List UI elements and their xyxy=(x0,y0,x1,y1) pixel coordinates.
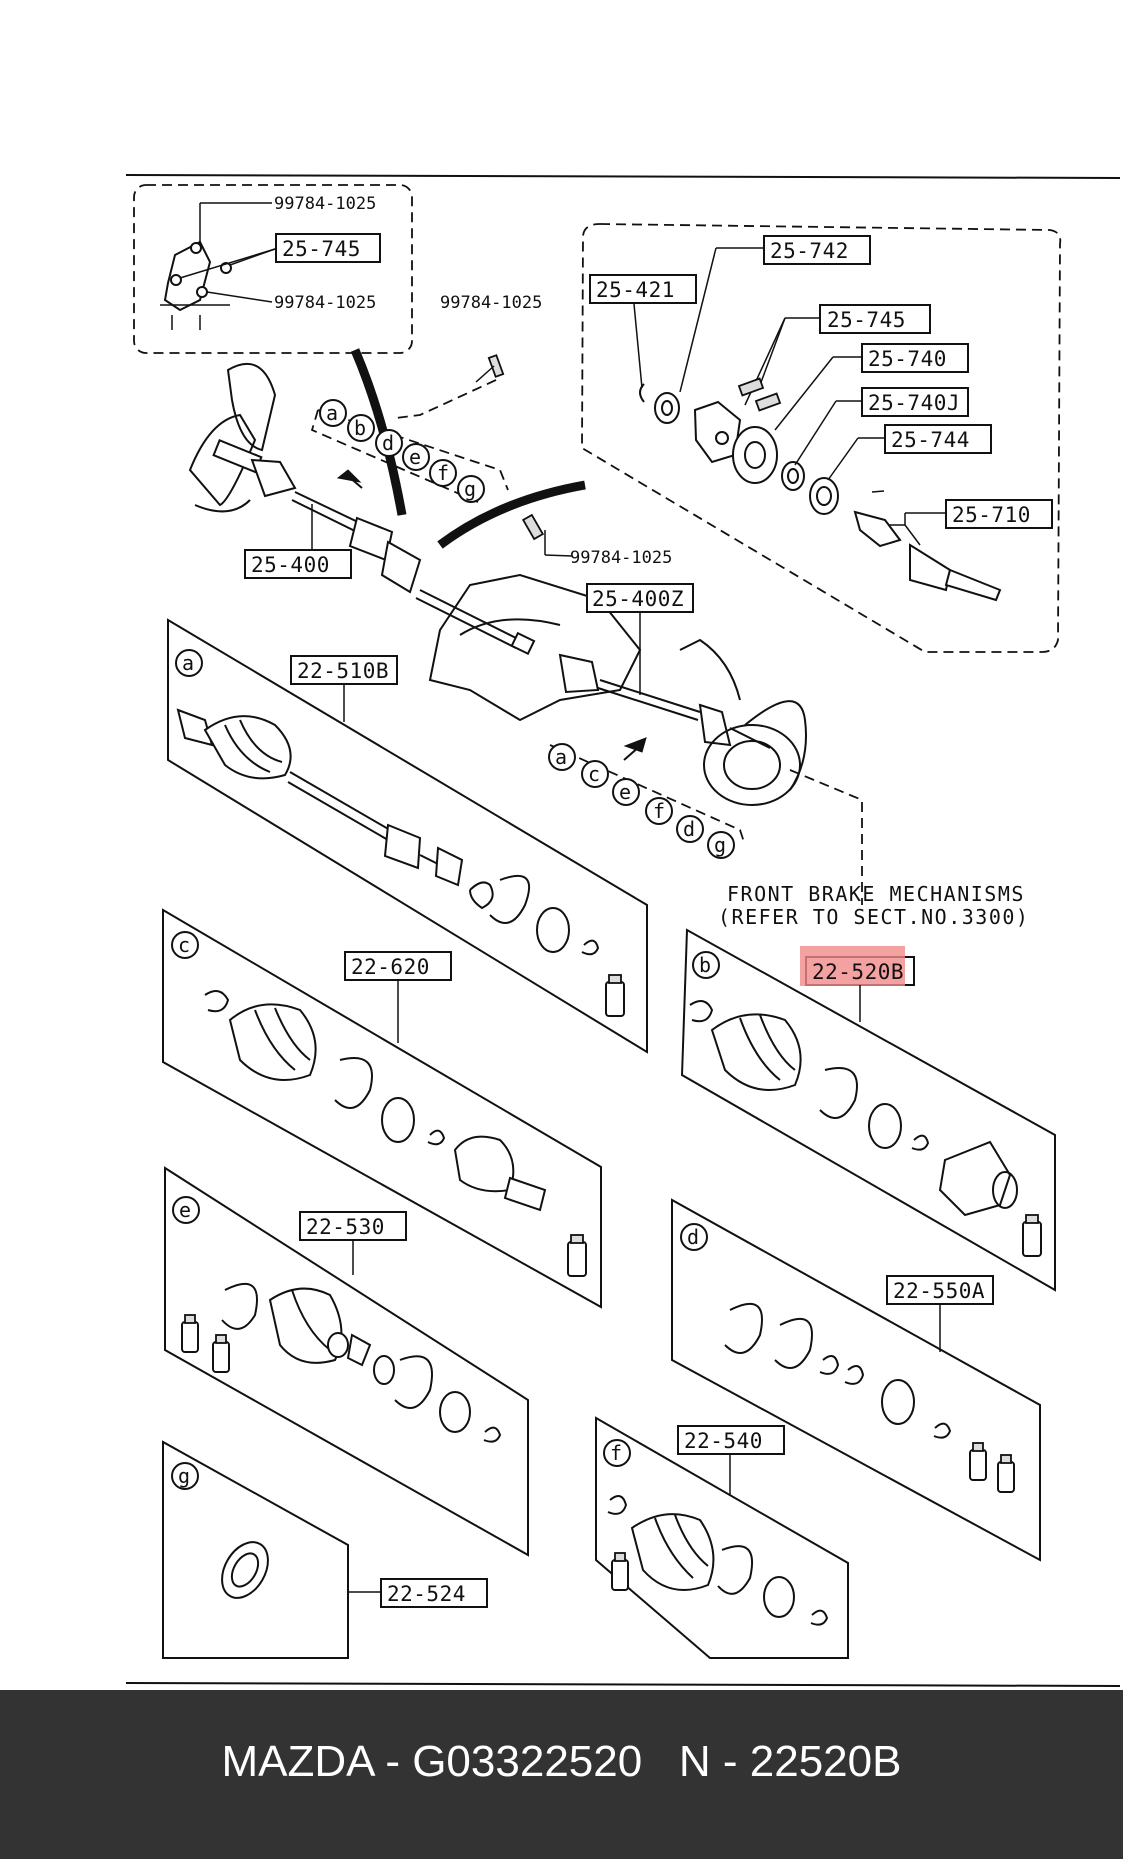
part-label-25-400Z: 25-400Z xyxy=(592,587,684,611)
hub-parts-inset: 25-421 25-742 25-745 25-740 25-740J 25-7… xyxy=(581,223,1062,653)
circle-c-lower: c xyxy=(588,762,600,786)
circle-a-upper: a xyxy=(326,401,338,425)
highlight-22-520B xyxy=(800,946,905,986)
top-border-line xyxy=(125,174,1121,179)
panel-b: b 22-520B xyxy=(680,928,1056,1292)
circle-row-lower: a c e f d g xyxy=(548,743,746,859)
bolt-label-lower: 99784-1025 xyxy=(570,548,672,568)
footer-part-number: MAZDA - G03322520 N - 22520B xyxy=(221,1736,902,1786)
part-label-25-710: 25-710 xyxy=(952,503,1031,527)
circle-e-lower: e xyxy=(619,780,631,804)
bolt-label-mid: 99784-1025 xyxy=(440,293,542,313)
circle-d-lower: d xyxy=(683,817,695,841)
panel-c: c 22-620 xyxy=(162,908,602,1309)
arrow-right xyxy=(623,737,647,753)
bolt-label-top-1: 99784-1025 xyxy=(274,194,376,214)
note-line-1: FRONT BRAKE MECHANISMS xyxy=(727,882,1025,906)
panel-c-letter: c xyxy=(178,933,190,957)
part-label-22-530: 22-530 xyxy=(306,1215,385,1239)
circle-g-upper: g xyxy=(464,477,476,501)
bottom-border-line xyxy=(125,1682,1121,1687)
part-label-25-744: 25-744 xyxy=(891,428,970,452)
part-label-25-400: 25-400 xyxy=(251,553,330,577)
circle-e-upper: e xyxy=(409,445,421,469)
bracket-inset-frame xyxy=(133,184,413,354)
circle-g-lower: g xyxy=(714,833,726,857)
panel-e: e 22-530 xyxy=(164,1166,529,1557)
bolt-mid-group: 99784-1025 xyxy=(440,293,542,383)
part-label-22-520B: 22-520B xyxy=(812,960,904,984)
circle-f-upper: f xyxy=(437,461,449,485)
part-label-22-620: 22-620 xyxy=(351,955,430,979)
footer-bar: MAZDA - G03322520 N - 22520B xyxy=(0,1690,1123,1859)
part-label-25-740J: 25-740J xyxy=(868,391,960,415)
curve-stroke-1 xyxy=(350,348,407,516)
circle-row-upper: a b d e f g xyxy=(310,399,509,503)
circle-a-lower: a xyxy=(555,745,567,769)
panel-e-letter: e xyxy=(179,1198,191,1222)
panel-a-letter: a xyxy=(182,651,194,675)
parts-diagram: 99784-1025 25-745 99784-1025 99784-1025 … xyxy=(125,174,1121,1687)
part-label-25-745-top: 25-745 xyxy=(282,237,361,261)
curve-stroke-2 xyxy=(437,480,586,549)
bolt-label-top-2: 99784-1025 xyxy=(274,293,376,313)
part-label-22-550A: 22-550A xyxy=(893,1279,985,1303)
part-label-25-742: 25-742 xyxy=(770,239,849,263)
circle-b-upper: b xyxy=(354,416,366,440)
circle-d-upper: d xyxy=(382,431,394,455)
part-label-22-524: 22-524 xyxy=(387,1582,466,1606)
bolt-lower-group: 99784-1025 xyxy=(521,513,672,568)
circle-f-lower: f xyxy=(653,799,665,823)
panel-g-letter: g xyxy=(178,1464,190,1488)
part-label-25-740: 25-740 xyxy=(868,347,947,371)
panel-f: f 22-540 xyxy=(595,1416,849,1659)
panel-d: d 22-550A xyxy=(671,1198,1041,1562)
panel-a: a 22-510B xyxy=(167,618,648,1054)
panel-b-letter: b xyxy=(699,953,711,977)
part-label-22-510B: 22-510B xyxy=(297,659,389,683)
panel-g: g 22-524 xyxy=(162,1440,488,1659)
note-line-2: (REFER TO SECT.NO.3300) xyxy=(718,905,1029,929)
panel-d-letter: d xyxy=(687,1225,699,1249)
bracket-inset: 99784-1025 25-745 99784-1025 xyxy=(133,184,413,354)
part-label-22-540: 22-540 xyxy=(684,1429,763,1453)
main-assembly: 25-400 25-400Z xyxy=(188,362,863,905)
part-label-25-421: 25-421 xyxy=(596,278,675,302)
part-label-25-745-right: 25-745 xyxy=(827,308,906,332)
bracket-shape xyxy=(163,240,212,312)
panel-f-letter: f xyxy=(610,1441,622,1465)
